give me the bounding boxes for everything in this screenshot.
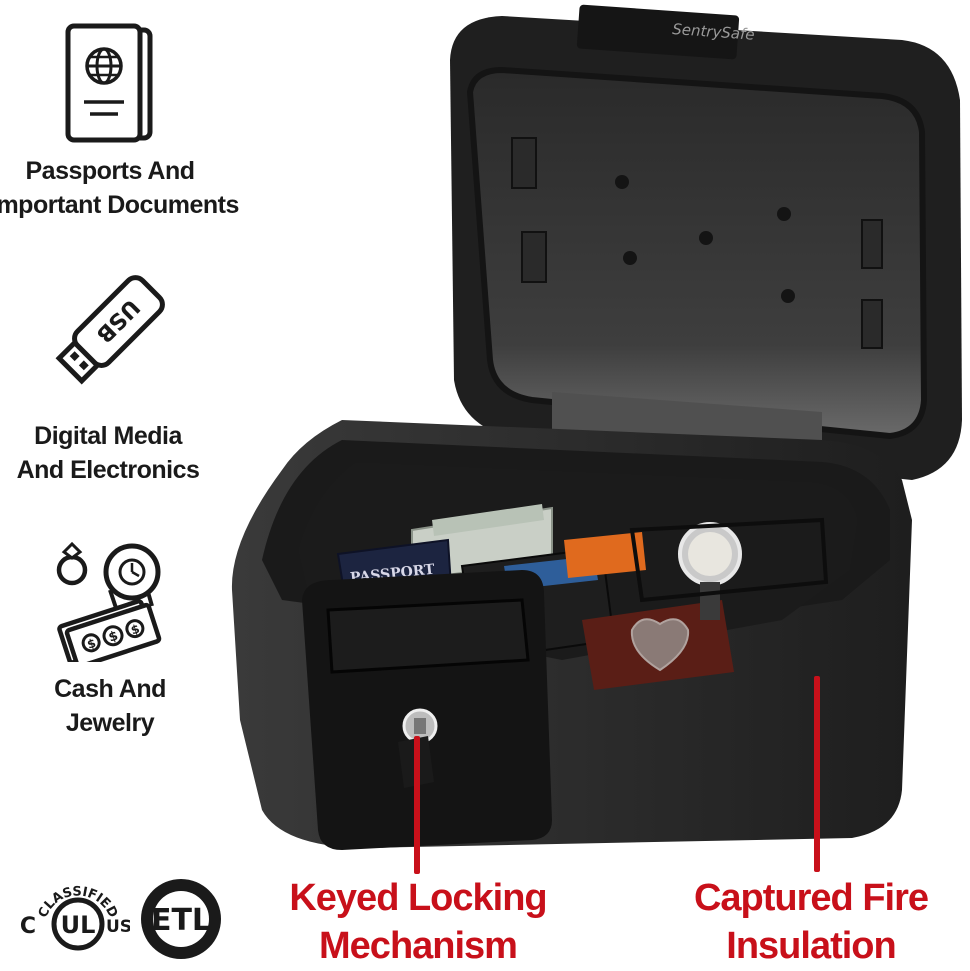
callout-line: Captured Fire (693, 877, 929, 919)
ul-right-text: US (106, 917, 130, 937)
svg-text:$: $ (107, 629, 120, 646)
callout-keyed-locking: Keyed Locking Mechanism (272, 874, 564, 970)
feature-line: And Electronics (16, 456, 200, 484)
etl-mark: ETL (136, 874, 226, 964)
callout-line: Keyed Locking (289, 877, 547, 919)
svg-text:$: $ (129, 622, 141, 638)
passport-icon (60, 22, 160, 146)
etl-center-text: ETL (151, 903, 211, 938)
brand-logo: SentrySafe (672, 20, 755, 44)
ul-left-text: C (20, 914, 36, 939)
cash-and-jewelry-icon: $ $ $ (48, 532, 172, 662)
feature-line: Important Documents (0, 191, 239, 219)
callout-fire-insulation: Captured Fire Insulation (670, 874, 952, 970)
feature-list: Passports And Important Documents USB Di… (0, 0, 240, 760)
feature-line: Digital Media (34, 422, 182, 450)
ul-classified-mark: CLASSIFIED UL C US (18, 872, 130, 962)
feature-line: Cash And (54, 675, 166, 703)
callout-pointer-lock (414, 736, 420, 874)
callout-line: Insulation (726, 925, 896, 967)
usb-drive-icon: USB (50, 268, 170, 392)
feature-label-documents: Passports And Important Documents (0, 154, 239, 222)
feature-label-electronics: Digital Media And Electronics (0, 419, 228, 487)
ul-center-text: UL (61, 911, 96, 939)
feature-line: Jewelry (65, 709, 155, 737)
svg-text:$: $ (85, 636, 97, 652)
callout-line: Mechanism (319, 925, 518, 967)
feature-label-cash-jewelry: Cash And Jewelry (0, 672, 230, 740)
product-image-safe: SentrySafe PASSPORT (222, 0, 970, 860)
feature-line: Passports And (25, 157, 195, 185)
callout-pointer-insulation (814, 676, 820, 872)
